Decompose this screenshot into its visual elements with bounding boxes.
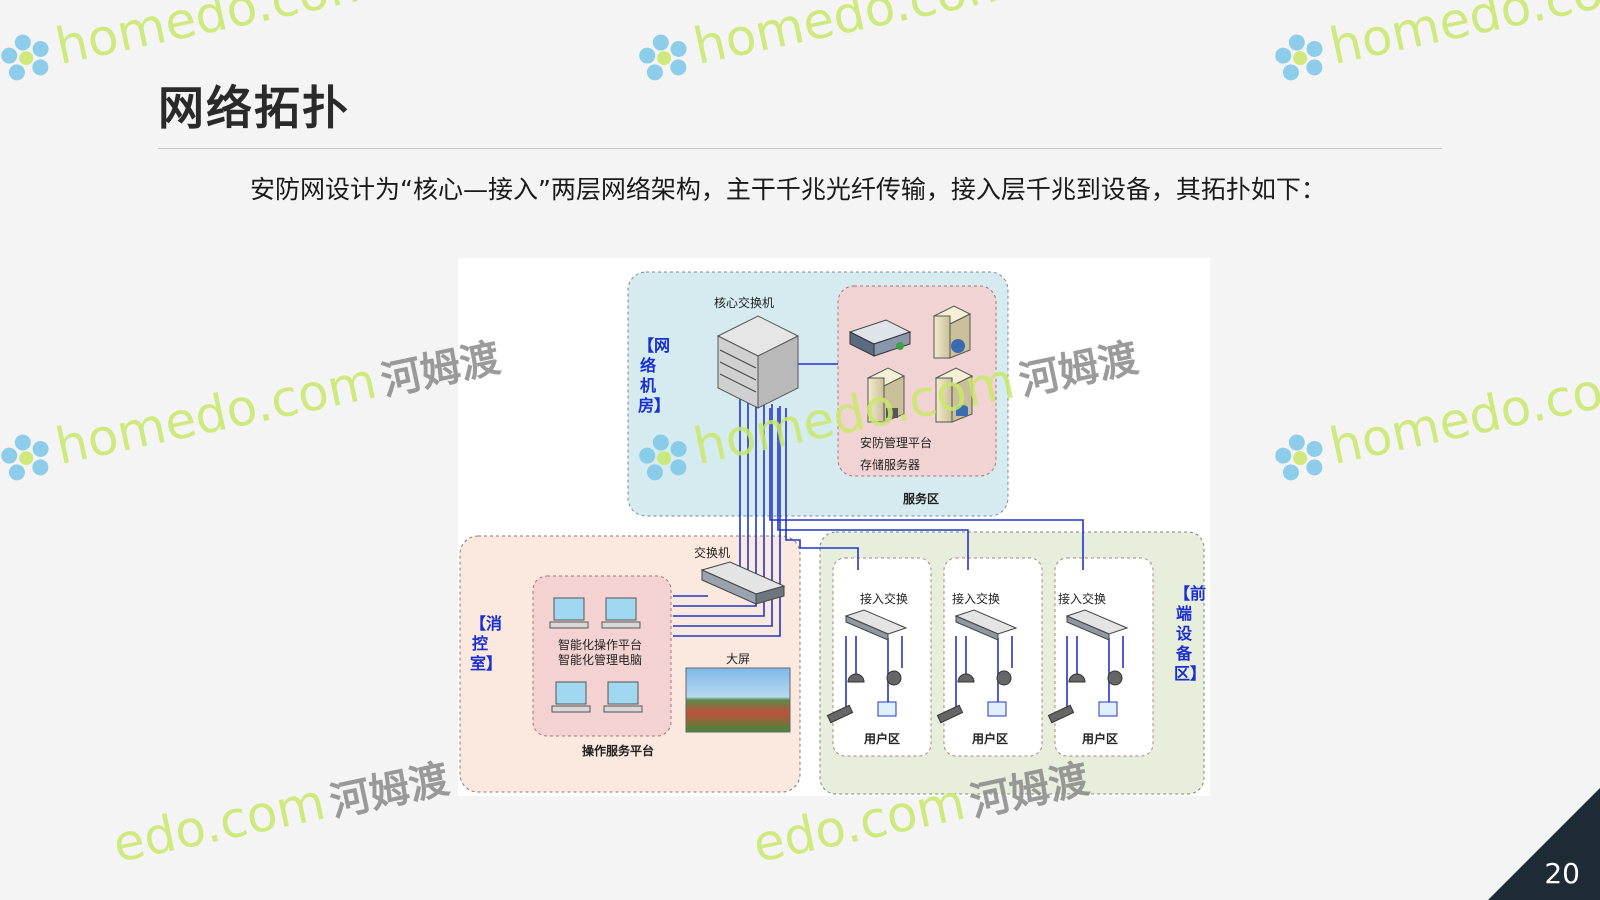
pc-label-2: 智能化管理电脑 (558, 653, 643, 667)
network-room-label: 【网络机房】 (638, 336, 671, 415)
user-server-icon (932, 305, 972, 359)
ptz-camera-icon-1 (886, 670, 902, 686)
core-switch-icon (716, 315, 800, 409)
bullet-camera-icon-2 (936, 704, 964, 724)
watermark-flower-icon (1, 434, 49, 480)
access-switch-label-1: 接入交换 (860, 592, 909, 606)
access-switch-label-2: 接入交换 (952, 592, 1001, 606)
dome-camera-icon-2 (957, 673, 975, 683)
watermark-2: homedo.com河姆渡 (632, 0, 1143, 89)
service-zone-label: 服务区 (903, 492, 940, 506)
page-number: 20 (1544, 857, 1580, 890)
storage-server-icon (934, 367, 974, 423)
user-zone-2 (943, 557, 1043, 757)
slide-title: 网络拓扑 (158, 81, 350, 135)
ptz-camera-icon-3 (1107, 670, 1123, 686)
switch-label: 交换机 (694, 546, 731, 560)
access-switch-icon-2 (954, 609, 1018, 641)
platform-label-1: 安防管理平台 (860, 436, 933, 450)
corner-decoration (1488, 788, 1600, 900)
storage-device-icon (848, 319, 912, 357)
watermark-7: edo.com河姆渡 (107, 756, 454, 874)
watermark-6: homedo.com (1268, 351, 1600, 488)
pc-icon-2 (601, 597, 641, 629)
control-room-label: 【消控室】 (470, 614, 503, 673)
watermark-flower-icon (639, 34, 687, 80)
user-zone-1 (832, 557, 932, 757)
user-zone-label-2: 用户区 (972, 732, 1009, 746)
pc-icon-1 (549, 597, 589, 629)
ptz-camera-icon-2 (996, 670, 1012, 686)
pc-icon-4 (603, 681, 643, 713)
bullet-camera-icon-1 (826, 704, 854, 724)
topology-graphic (459, 271, 1205, 795)
big-screen-image (685, 667, 791, 733)
pc-icon-3 (551, 681, 591, 713)
pc-icons (549, 597, 643, 713)
platform-label-2: 存储服务器 (860, 458, 921, 472)
operation-zone-label: 操作服务平台 (582, 744, 655, 758)
access-switch-label-3: 接入交换 (1058, 592, 1107, 606)
switch-icon (700, 561, 786, 605)
dome-camera-icon-1 (847, 673, 865, 683)
big-screen-label: 大屏 (726, 652, 751, 666)
monitor-icon-2 (987, 701, 1007, 717)
slide-subtitle: 安防网设计为“核心—接入”两层网络架构，主干千兆光纤传输，接入层千兆到设备，其拓… (250, 175, 1326, 204)
watermark-3: homedo.com (1268, 0, 1600, 89)
access-switch-icon-1 (844, 609, 908, 641)
watermark-4: homedo.com河姆渡 (0, 325, 505, 488)
watermark-flower-icon (1275, 34, 1323, 80)
core-switch-label: 核心交换机 (714, 296, 775, 310)
user-zone-label-3: 用户区 (1082, 732, 1119, 746)
monitor-icon-3 (1098, 701, 1118, 717)
watermark-flower-icon (1, 34, 49, 80)
access-switch-icon-3 (1065, 609, 1129, 641)
camera-icons (826, 670, 1123, 724)
network-topology-diagram: 核心交换机 【网络机房】 安防管理平台 存储服务器 服务区 【消控室】 交换机 … (458, 258, 1210, 796)
title-divider (158, 148, 1442, 149)
user-zone-3 (1054, 557, 1154, 757)
bullet-camera-icon-3 (1047, 704, 1075, 724)
dome-camera-icon-3 (1068, 673, 1086, 683)
pc-label-1: 智能化操作平台 (558, 638, 643, 652)
user-zone-label-1: 用户区 (864, 732, 901, 746)
monitor-icon-1 (877, 701, 897, 717)
watermark-flower-icon (1275, 434, 1323, 480)
front-end-label: 【前端设备区】 (1174, 584, 1207, 683)
platform-server-icon (866, 367, 906, 423)
